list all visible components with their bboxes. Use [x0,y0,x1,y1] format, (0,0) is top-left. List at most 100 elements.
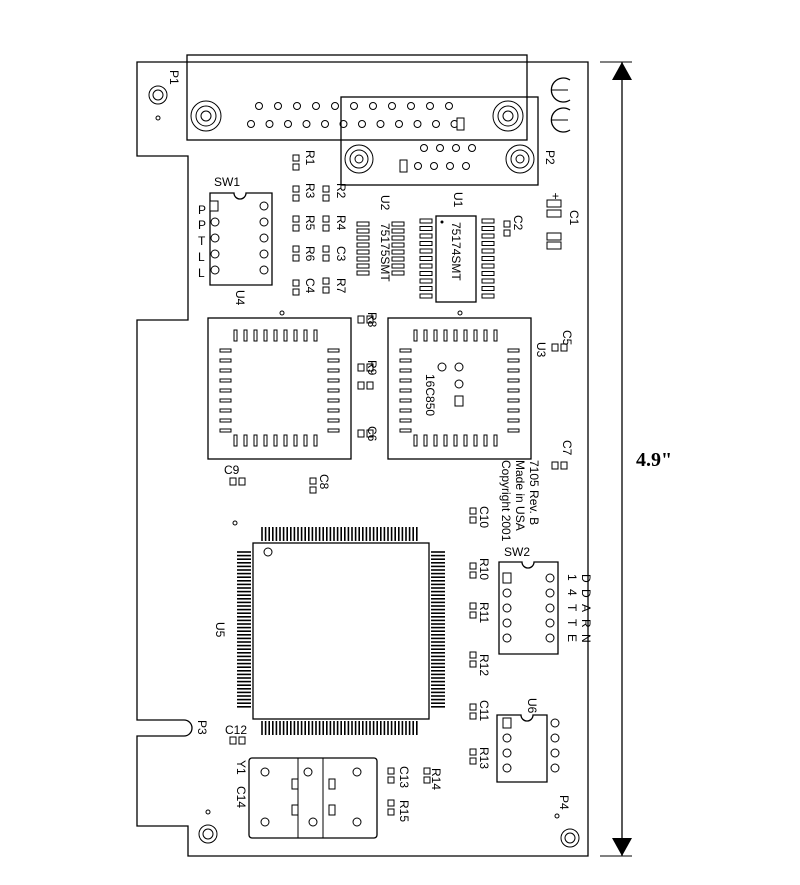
sw2-char-a: R [579,619,593,628]
r9-label: R9 [365,360,379,376]
sw1-label: SW1 [214,175,240,189]
u2-pad [391,235,405,241]
u1-pad [419,278,433,284]
chip-u6: U6 P4 [496,698,571,810]
u1-part: 75174SMT [449,222,463,281]
r10-pad [469,562,477,570]
board-text: 7105 Rev. B Made in USA Copyright 2001 [499,460,541,542]
u1-pad [419,248,433,254]
sw2-char-b: 4 [565,589,579,596]
c2-label: C2 [511,215,525,231]
mounting-hole-bottom-right [554,813,580,848]
p1-pin [302,120,311,128]
p1-pin [369,102,377,110]
y1-label: Y1 [234,760,248,775]
resistor-pad [292,245,300,253]
c10-pad [469,507,477,515]
u2-pad [356,263,370,269]
u6-pin [550,733,560,743]
c7-pad [560,461,568,470]
plcc-pin [399,408,412,413]
u2-pad [391,221,405,227]
r14-pad [423,776,431,784]
r1-label: R1 [303,150,317,166]
resistor-pad [322,215,330,223]
r13-label: R13 [477,747,491,769]
u1-label: U1 [451,192,465,208]
u6-pin [550,718,560,728]
arc-symbol-top [550,77,571,103]
r13-pad [469,757,477,765]
r9-pad [357,363,365,372]
p1-pin [312,102,320,110]
plcc-pin [443,434,448,447]
u6-pin [550,748,560,758]
plcc-pin [483,329,488,342]
resistor-pad [292,163,300,171]
c4-label: C4 [303,278,317,294]
u2-label: U2 [378,195,392,211]
sw2-pin [545,633,555,643]
plcc-pin [443,329,448,342]
u1-pad [419,218,433,224]
plcc-pin [399,348,412,353]
plcc-pin [507,348,520,353]
c6-label: C6 [365,426,379,442]
r12-pad [469,660,477,668]
r7-label: R7 [334,278,348,294]
plcc-pin [283,329,288,342]
r10-pad [469,571,477,579]
sw2-char-b: T [565,604,579,612]
sw2-char-b: T [565,619,579,627]
p2-pin [462,162,470,170]
plcc-pin [507,388,520,393]
plcc-pin [327,358,340,363]
sw1-pos-3: T [198,234,206,248]
c1-pad [546,232,562,241]
plcc-pin [219,418,232,423]
u2-pad [391,256,405,262]
plcc-pin [327,368,340,373]
plcc-pin [327,378,340,383]
height-dimension: 4.9" [600,61,672,857]
u1-pad [481,271,495,276]
plcc-pin [219,388,232,393]
u1-pad [419,263,433,269]
sw2-label: SW2 [504,545,530,559]
sw2-pin [502,603,512,613]
p1-pin [255,102,263,110]
r15-pad [387,808,395,816]
plcc-pin [463,329,468,342]
r14-pad [423,767,431,775]
c5-pad [560,343,568,352]
plcc-pin [507,398,520,403]
u1-pad [419,233,433,239]
plcc-pin [293,329,298,342]
u5-label: U5 [213,622,227,638]
u1-pad [419,256,433,261]
u2-pad [391,263,405,269]
plcc-pin [399,418,412,423]
r11-pad [469,611,477,619]
r8-pad [357,315,365,324]
c13-label: C13 [397,766,411,788]
sw1-pin [209,200,219,212]
r11-label: R11 [477,602,491,623]
resistor-pad [322,194,330,202]
board-text-rev: 7105 Rev. B [527,460,541,525]
sw1-pin [259,201,269,211]
plcc-pin [399,358,412,363]
c8-label: C8 [317,474,331,490]
p1-pin [265,120,274,128]
p4-label: P4 [557,795,571,810]
c13-pad [387,767,395,775]
sw2-pin [502,572,512,584]
board-text-copyright: Copyright 2001 [499,460,513,542]
plcc-pin [493,434,498,447]
plcc-pin [473,434,478,447]
sw1-pos-1: P [198,203,206,217]
sw2-char-b: E [565,634,579,642]
plcc-pin [473,329,478,342]
resistor-pad [292,154,300,162]
